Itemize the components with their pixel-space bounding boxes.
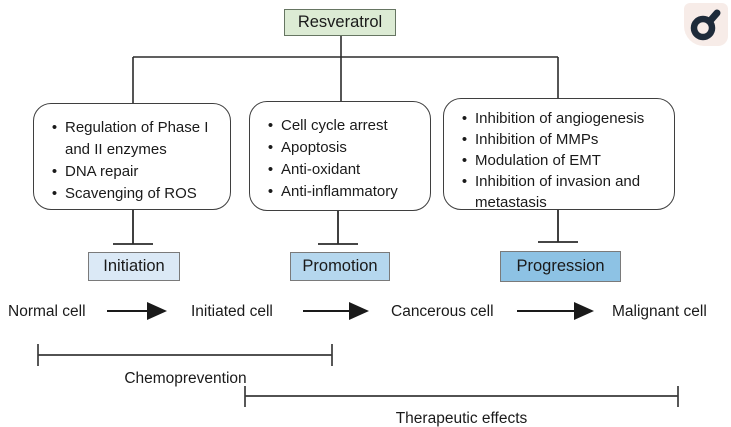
male-symbol-icon bbox=[684, 3, 728, 46]
bullet-text: Anti-inflammatory bbox=[281, 183, 398, 200]
effect-box-promotion: • Cell cycle arrest • Apoptosis • Anti-o… bbox=[249, 101, 431, 211]
list-item: • Regulation of Phase I and II enzymes bbox=[44, 117, 224, 161]
bullet-text: Cell cycle arrest bbox=[281, 117, 388, 134]
bullet-text: Anti-oxidant bbox=[281, 161, 361, 178]
bullet-text: Regulation of Phase I and II enzymes bbox=[65, 119, 209, 158]
list-item: • Anti-oxidant bbox=[260, 159, 424, 181]
stage-box-promotion: Promotion bbox=[290, 252, 390, 281]
list-item: • Scavenging of ROS bbox=[44, 183, 224, 205]
list-item: • Inhibition of angiogenesis bbox=[454, 108, 668, 129]
resveratrol-node: Resveratrol bbox=[284, 9, 396, 36]
bullet-icon: • bbox=[51, 163, 58, 180]
bullet-text: Inhibition of invasion and metastasis bbox=[475, 173, 641, 211]
bullet-icon: • bbox=[51, 185, 58, 202]
cell-label-normal: Normal cell bbox=[8, 303, 86, 320]
list-item: • Apoptosis bbox=[260, 137, 424, 159]
bullet-icon: • bbox=[461, 110, 468, 127]
male-symbol-glyph bbox=[690, 9, 721, 40]
bullet-icon: • bbox=[51, 119, 58, 136]
bullet-text: DNA repair bbox=[65, 163, 139, 180]
bullet-text: Modulation of EMT bbox=[475, 152, 601, 169]
cell-label-initiated: Initiated cell bbox=[191, 303, 273, 320]
tree-connectors bbox=[132, 36, 559, 103]
bullet-icon: • bbox=[267, 117, 274, 134]
bullet-icon: • bbox=[461, 152, 468, 169]
list-item: • Inhibition of invasion and metastasis bbox=[454, 171, 668, 213]
bullet-text: Scavenging of ROS bbox=[65, 185, 197, 202]
list-item: • DNA repair bbox=[44, 161, 224, 183]
list-item: • Modulation of EMT bbox=[454, 150, 668, 171]
bullet-icon: • bbox=[267, 183, 274, 200]
bullet-icon: • bbox=[461, 131, 468, 148]
list-item: • Anti-inflammatory bbox=[260, 181, 424, 203]
cell-label-cancerous: Cancerous cell bbox=[391, 303, 494, 320]
bullet-icon: • bbox=[267, 161, 274, 178]
bullet-icon: • bbox=[267, 139, 274, 156]
stage-label: Initiation bbox=[103, 257, 165, 275]
bullet-text: Inhibition of angiogenesis bbox=[475, 110, 645, 127]
stage-box-initiation: Initiation bbox=[88, 252, 180, 281]
bullet-text: Inhibition of MMPs bbox=[475, 131, 599, 148]
therapeutic-effects-label: Therapeutic effects bbox=[395, 410, 528, 427]
list-item: • Cell cycle arrest bbox=[260, 115, 424, 137]
cell-label-malignant: Malignant cell bbox=[612, 303, 707, 320]
bullet-icon: • bbox=[461, 173, 468, 190]
stage-box-progression: Progression bbox=[500, 251, 621, 282]
effect-box-progression: • Inhibition of angiogenesis • Inhibitio… bbox=[443, 98, 675, 213]
chemoprevention-label: Chemoprevention bbox=[124, 370, 247, 387]
stage-label: Progression bbox=[516, 257, 605, 275]
effect-box-initiation: • Regulation of Phase I and II enzymes •… bbox=[33, 103, 231, 210]
bullet-text: Apoptosis bbox=[281, 139, 347, 156]
list-item: • Inhibition of MMPs bbox=[454, 129, 668, 150]
resveratrol-label: Resveratrol bbox=[297, 13, 383, 31]
stage-label: Promotion bbox=[302, 257, 378, 275]
